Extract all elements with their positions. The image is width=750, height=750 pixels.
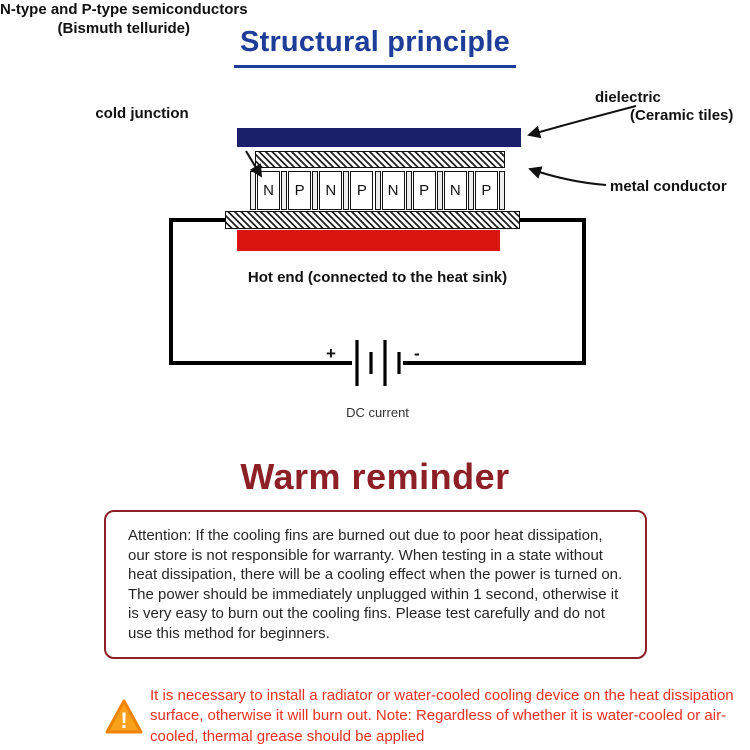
cold-junction-label: cold junction [95,105,189,122]
conductor-pillar [467,171,474,210]
dielectric-label: dielectric [595,89,661,106]
semiconductor-pellet: P [474,171,498,210]
ceramic-tiles-label: (Ceramic tiles) [630,107,734,124]
np-semiconductors-label: N-type and P-type semiconductors (Bismut… [0,0,248,38]
cold-junction-plate [237,128,521,147]
dc-current-label: DC current [346,405,409,420]
np-semiconductors-label-line1: N-type and P-type semiconductors [0,1,248,18]
np-semiconductors-label-line2: (Bismuth telluride) [57,20,191,37]
conductor-pillar [374,171,381,210]
conductor-pillar [250,171,256,210]
semiconductor-pellet: N [381,171,405,210]
page-title-text: Structural principle [234,26,516,68]
semiconductor-pellet: N [443,171,467,210]
semiconductor-pellet: P [350,171,374,210]
conductor-pillar [343,171,350,210]
battery-plus-sign: + [326,344,336,363]
semiconductor-pellet: P [288,171,312,210]
semiconductor-row: N P N P N P N P [250,171,505,210]
warm-reminder-title: Warm reminder [240,456,510,497]
metal-conductor-label: metal conductor [610,178,727,195]
dielectric-arrow [527,105,637,139]
hot-end-plate [237,230,500,251]
conductor-pillar [499,171,505,210]
warm-reminder-text: Attention: If the cooling fins are burne… [128,527,623,642]
hot-end-label: Hot end (connected to the heat sink) [247,269,508,286]
conductor-pillar [281,171,288,210]
metal-conductor-arrow [528,166,607,186]
conductor-pillar [436,171,443,210]
warning-triangle-icon: ! [105,699,143,734]
warm-reminder-box: Attention: If the cooling fins are burne… [104,510,647,659]
battery-minus-sign: - [414,344,420,363]
metal-conductor-bottom-strip [225,211,520,229]
conductor-pillar [405,171,412,210]
semiconductor-pellet: N [257,171,281,210]
page-title: Structural principle [0,22,750,68]
warning-exclamation: ! [120,708,127,733]
conductor-pillar [312,171,319,210]
semiconductor-pellet: P [412,171,436,210]
semiconductor-pellet: N [319,171,343,210]
warning-triangle-shape [105,699,143,734]
metal-conductor-top-strip [255,151,505,168]
battery-symbol [355,340,401,386]
warning-text: It is necessary to install a radiator or… [150,687,734,745]
